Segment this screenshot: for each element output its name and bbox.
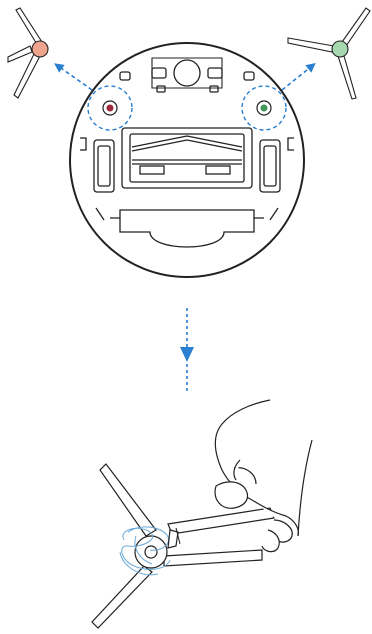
hand-icon xyxy=(215,400,312,552)
right-removal-arrow-icon xyxy=(282,66,312,90)
left-screw-icon xyxy=(107,105,114,112)
main-brush-frame xyxy=(122,128,252,188)
left-wheel xyxy=(94,140,114,192)
left-brush-mount xyxy=(88,86,132,130)
right-wheel xyxy=(260,140,280,192)
caster-wheel xyxy=(174,60,200,86)
robot-vacuum-bottom-icon xyxy=(70,43,304,277)
left-removal-arrow-icon xyxy=(58,66,92,90)
right-screw-icon xyxy=(261,105,268,112)
right-brush-mount xyxy=(242,86,286,130)
left-side-brush-icon xyxy=(8,8,48,98)
step-arrowhead-icon xyxy=(180,347,194,362)
right-side-brush-icon xyxy=(288,8,370,99)
brush-arm-lower xyxy=(92,566,152,628)
cleaning-tool-icon xyxy=(168,508,274,548)
brush-arm-upper xyxy=(100,464,156,536)
brush-arm-right xyxy=(164,550,262,566)
